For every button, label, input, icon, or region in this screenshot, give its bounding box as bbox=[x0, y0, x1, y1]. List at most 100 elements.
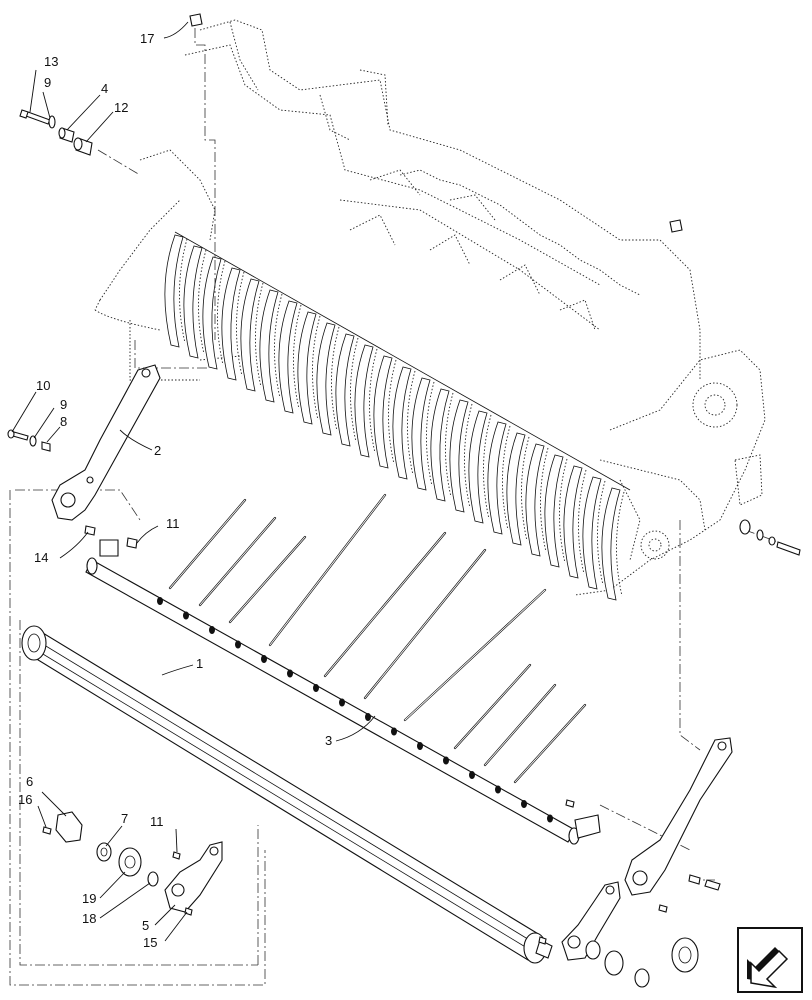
shaft-hole bbox=[313, 684, 319, 692]
callout-16: 16 bbox=[18, 792, 32, 807]
shaft-hole bbox=[339, 698, 345, 707]
callout-2: 2 bbox=[154, 443, 161, 458]
tine-bar bbox=[202, 256, 222, 370]
tine-bar-outline bbox=[236, 271, 245, 377]
shaft-hole bbox=[443, 756, 449, 765]
tine-bar bbox=[582, 476, 602, 590]
pickup-frame-assembly bbox=[94, 19, 766, 596]
shaft-hole bbox=[287, 669, 293, 678]
tine-bar bbox=[373, 355, 393, 469]
callout-18: 18 bbox=[82, 911, 96, 926]
shaft-hole bbox=[261, 655, 267, 663]
callout-11-top: 11 bbox=[166, 516, 180, 531]
callout-1: 1 bbox=[196, 656, 203, 671]
shaft-hole bbox=[183, 611, 189, 620]
shaft-hole bbox=[521, 800, 527, 808]
tine-bar-outline bbox=[255, 282, 264, 388]
tine-bar-outline bbox=[198, 249, 207, 355]
shaft-hole bbox=[157, 597, 163, 605]
shaft-hole bbox=[391, 727, 397, 736]
tine-bar bbox=[335, 333, 355, 447]
tine-bar-outline bbox=[388, 359, 397, 465]
callout-6: 6 bbox=[26, 774, 33, 789]
roller-tube bbox=[21, 625, 553, 964]
shaft-rod-highlight bbox=[229, 536, 306, 623]
tine-bar-outline bbox=[521, 436, 530, 542]
pickup-tine-bars bbox=[164, 231, 631, 601]
tine-bar bbox=[430, 388, 450, 502]
shaft-hole bbox=[495, 785, 501, 794]
tine-bar-outline bbox=[293, 304, 302, 410]
tine-bar-outline bbox=[350, 337, 359, 443]
arm-right bbox=[624, 737, 733, 896]
tine-bar-outline bbox=[559, 458, 568, 564]
tine-bar-outline bbox=[331, 326, 340, 432]
callout-11-bottom: 11 bbox=[150, 814, 164, 829]
tine-bar bbox=[487, 421, 507, 535]
arrow-navigation-icon[interactable] bbox=[737, 927, 803, 993]
shaft-hole bbox=[235, 640, 241, 649]
tine-bar-outline bbox=[426, 381, 435, 487]
tine-bar bbox=[525, 443, 545, 557]
tine-bar-outline bbox=[597, 480, 606, 586]
callout-3: 3 bbox=[325, 733, 332, 748]
shaft-rod-highlight bbox=[169, 499, 246, 589]
bearing-plate-left bbox=[164, 841, 223, 913]
callout-19: 19 bbox=[82, 891, 96, 906]
shaft-rod-highlight bbox=[364, 549, 486, 699]
tine-bar bbox=[506, 432, 526, 546]
tine-bar bbox=[468, 410, 488, 524]
callout-8: 8 bbox=[60, 414, 67, 429]
arm-left bbox=[51, 364, 161, 521]
shaft-rod-highlight bbox=[324, 532, 446, 677]
tine-bar-outline bbox=[217, 260, 226, 366]
shaft-rod-highlight bbox=[484, 684, 556, 766]
bearing-plate-right bbox=[561, 881, 621, 961]
shaft-rod-highlight bbox=[454, 664, 531, 749]
tine-bar bbox=[221, 267, 241, 381]
callout-12: 12 bbox=[114, 100, 128, 115]
shaft-rod-highlight bbox=[199, 517, 276, 606]
shaft-hole bbox=[209, 626, 215, 634]
shaft-rod-highlight bbox=[514, 704, 586, 783]
tine-bar bbox=[278, 300, 298, 414]
callout-9-mid: 9 bbox=[60, 397, 67, 412]
tine-bar bbox=[449, 399, 469, 513]
tine-bar bbox=[601, 487, 621, 601]
tine-shaft-assembly bbox=[85, 493, 601, 845]
tine-bar-outline bbox=[274, 293, 283, 399]
tine-bar-outline bbox=[407, 370, 416, 476]
shaft-rod-highlight bbox=[269, 494, 386, 646]
tine-bar bbox=[392, 366, 412, 480]
callout-15: 15 bbox=[143, 935, 157, 950]
callout-10: 10 bbox=[36, 378, 50, 393]
shaft-hole bbox=[417, 742, 423, 750]
leader-lines bbox=[11, 21, 376, 942]
callout-7: 7 bbox=[121, 811, 128, 826]
tine-bar-outline bbox=[179, 238, 188, 344]
hardware-parts bbox=[7, 13, 801, 988]
callout-14: 14 bbox=[34, 550, 48, 565]
tine-bar-outline bbox=[483, 414, 492, 520]
shaft-hole bbox=[365, 713, 371, 721]
tine-bar-outline bbox=[540, 447, 549, 553]
tine-bar bbox=[297, 311, 317, 425]
callout-9-top: 9 bbox=[44, 75, 51, 90]
shaft-hole bbox=[547, 814, 553, 823]
callout-5: 5 bbox=[142, 918, 149, 933]
tine-bar-outline bbox=[502, 425, 511, 531]
tine-bar bbox=[563, 465, 583, 579]
tine-bar-outline bbox=[312, 315, 321, 421]
callout-13: 13 bbox=[44, 54, 58, 69]
tine-bar bbox=[544, 454, 564, 568]
tine-bar bbox=[354, 344, 374, 458]
tine-bar-outline bbox=[369, 348, 378, 454]
tine-bar bbox=[259, 289, 279, 403]
tine-bar-outline bbox=[578, 469, 587, 575]
tine-bar bbox=[164, 234, 184, 348]
callout-4: 4 bbox=[101, 81, 108, 96]
callout-labels: 17 13 9 4 12 10 9 8 2 11 14 1 3 6 16 7 1… bbox=[18, 31, 332, 950]
tine-bar bbox=[411, 377, 431, 491]
shaft-hole bbox=[469, 771, 475, 779]
